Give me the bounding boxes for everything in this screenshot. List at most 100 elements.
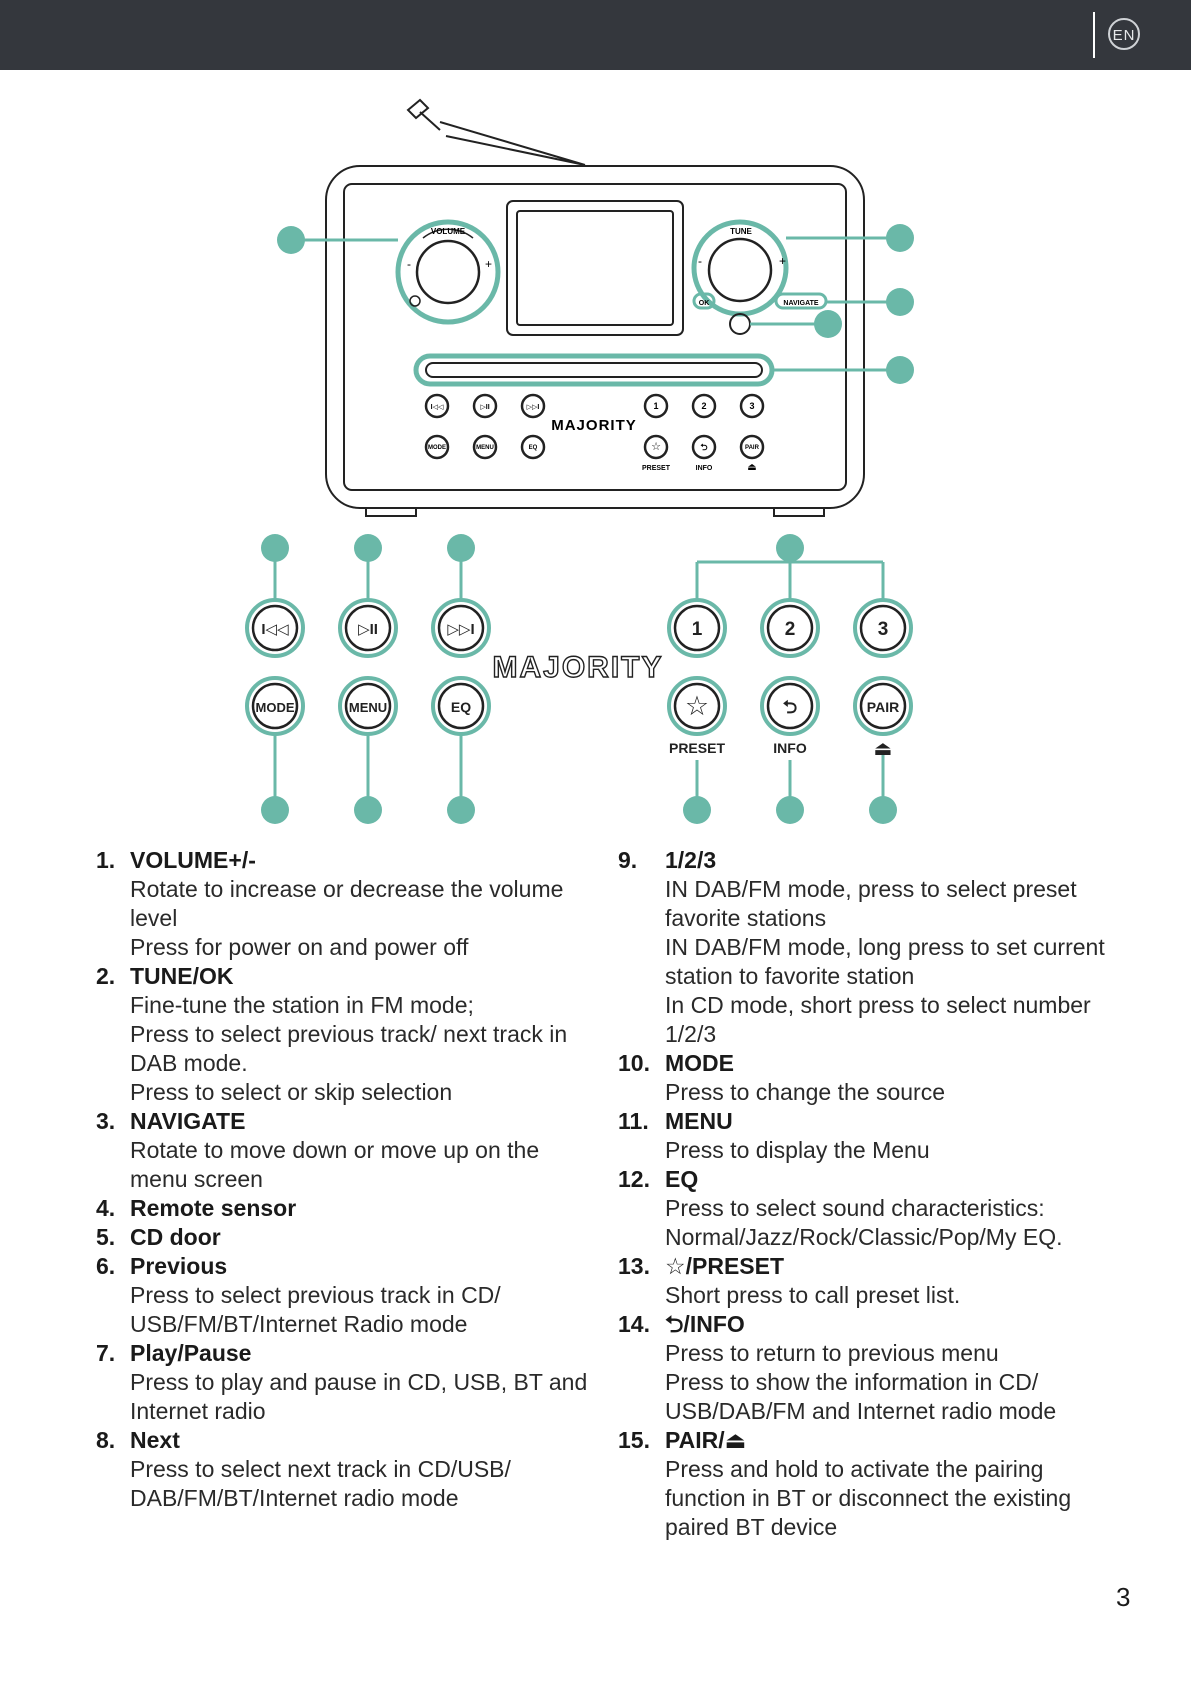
item-title: MODE bbox=[665, 1050, 734, 1076]
item-title: NAVIGATE bbox=[130, 1108, 246, 1134]
item-number: 7. bbox=[96, 1340, 116, 1366]
item-number: 8. bbox=[96, 1427, 116, 1453]
item-title: 1/2/3 bbox=[665, 847, 717, 873]
item-description: Press to return to previous menu bbox=[665, 1340, 999, 1366]
play-button-label: ▷II bbox=[358, 621, 378, 638]
item-description: IN DAB/FM mode, press to select preset f… bbox=[665, 876, 1077, 931]
list-item: 3. NAVIGATE Rotate to move down or move up… bbox=[96, 1107, 596, 1194]
item-title: ☆/PRESET bbox=[665, 1253, 785, 1279]
antenna bbox=[406, 98, 586, 166]
feature-list-right: 9. 1/2/3 IN DAB/FM mode, press to select p… bbox=[618, 846, 1118, 1542]
item-description: Press to select or skip selection bbox=[130, 1079, 453, 1105]
item-description: Press for power on and power off bbox=[130, 934, 469, 960]
tune-plus: + bbox=[779, 254, 786, 268]
svg-text:▷▷I: ▷▷I bbox=[527, 404, 540, 411]
item-number: 2. bbox=[96, 963, 116, 989]
item-description: Press to show the information in CD/ USB… bbox=[665, 1369, 1057, 1424]
list-item: 1.VOLUME+/-Rotate to increase or decreas… bbox=[96, 846, 596, 962]
item-number: 13. bbox=[618, 1253, 650, 1279]
svg-text:1: 1 bbox=[653, 401, 658, 411]
tune-minus: - bbox=[698, 254, 702, 268]
brand-small: MAJORITY bbox=[551, 417, 637, 434]
volume-knob bbox=[415, 239, 481, 305]
svg-text:MODE: MODE bbox=[428, 445, 446, 451]
prev-button-label: I◁◁ bbox=[261, 621, 289, 638]
item-description: Fine-tune the station in FM mode; bbox=[130, 992, 474, 1018]
item-number: 10. bbox=[618, 1050, 650, 1076]
tune-knob bbox=[707, 237, 773, 303]
item-title: TUNE/OK bbox=[130, 963, 234, 989]
item-number: 15. bbox=[618, 1427, 650, 1453]
list-item: 5. CD door bbox=[96, 1223, 596, 1252]
item-number: 6. bbox=[96, 1253, 116, 1279]
item-description: Press to display the Menu bbox=[665, 1137, 930, 1163]
list-item: 10. MODE Press to change the source bbox=[618, 1049, 1118, 1107]
item-title: Play/Pause bbox=[130, 1340, 252, 1366]
display-screen bbox=[506, 200, 684, 336]
item-description: IN DAB/FM mode, long press to set curren… bbox=[665, 934, 1105, 989]
item-title: Remote sensor bbox=[130, 1195, 297, 1221]
item-description: In CD mode, short press to select number… bbox=[665, 992, 1091, 1047]
preset3-button-label: 3 bbox=[878, 619, 889, 640]
language-badge: EN bbox=[1108, 18, 1140, 50]
item-description: Press to play and pause in CD, USB, BT a… bbox=[130, 1369, 588, 1424]
item-description: Press to select next track in CD/USB/ DA… bbox=[130, 1456, 511, 1511]
volume-plus: + bbox=[485, 257, 492, 271]
svg-text:⮌: ⮌ bbox=[700, 442, 707, 452]
item-description: Rotate to move down or move up on the me… bbox=[130, 1137, 540, 1192]
item-number: 4. bbox=[96, 1195, 116, 1221]
svg-text:⏏: ⏏ bbox=[747, 462, 756, 473]
item-title: Next bbox=[130, 1427, 180, 1453]
ok-label: OK bbox=[699, 300, 710, 307]
eject-icon: ⏏ bbox=[874, 738, 893, 760]
item-number: 9. bbox=[618, 847, 638, 873]
svg-text:INFO: INFO bbox=[696, 465, 713, 472]
item-title: CD door bbox=[130, 1224, 221, 1250]
item-title: ⮌/INFO bbox=[665, 1311, 745, 1337]
brand-logo-large: MAJORITY bbox=[492, 651, 663, 684]
svg-text:2: 2 bbox=[701, 401, 706, 411]
svg-text:EQ: EQ bbox=[529, 445, 538, 451]
svg-text:PRESET: PRESET bbox=[642, 465, 671, 472]
svg-text:☆: ☆ bbox=[651, 441, 661, 453]
preset-caption: PRESET bbox=[669, 740, 725, 756]
item-description: Press to change the source bbox=[665, 1079, 945, 1105]
item-description: Press to select previous track/ next tra… bbox=[130, 1021, 568, 1076]
list-item: 14. ⮌/INFO Press to return to previous men… bbox=[618, 1310, 1118, 1426]
next-button-label: ▷▷I bbox=[447, 621, 474, 638]
item-description: Short press to call preset list. bbox=[665, 1282, 961, 1308]
svg-text:MENU: MENU bbox=[476, 445, 494, 451]
item-title: EQ bbox=[665, 1166, 699, 1192]
list-item: 4. Remote sensor bbox=[96, 1194, 596, 1223]
navigate-label: NAVIGATE bbox=[783, 300, 818, 307]
item-description: Press to select previous track in CD/ US… bbox=[130, 1282, 501, 1337]
item-description: Press to select sound characteristics: N… bbox=[665, 1195, 1063, 1250]
preset1-button-label: 1 bbox=[692, 619, 703, 640]
svg-text:3: 3 bbox=[749, 401, 754, 411]
item-number: 1. bbox=[96, 847, 116, 873]
radio-body bbox=[325, 165, 865, 509]
list-item: 12. EQ Press to select sound characteristi… bbox=[618, 1165, 1118, 1252]
item-number: 14. bbox=[618, 1311, 650, 1337]
page-number: 3 bbox=[1116, 1582, 1131, 1612]
svg-text:PAIR: PAIR bbox=[745, 445, 760, 451]
preset2-button-label: 2 bbox=[785, 619, 796, 640]
eq-button-label: EQ bbox=[451, 699, 471, 715]
list-item: 2. TUNE/OK Fine-tune the station in FM mod… bbox=[96, 962, 596, 1107]
item-number: 5. bbox=[96, 1224, 116, 1250]
svg-text:▷II: ▷II bbox=[480, 404, 489, 411]
volume-minus: - bbox=[407, 257, 411, 271]
svg-text:I◁◁: I◁◁ bbox=[431, 404, 444, 411]
item-number: 12. bbox=[618, 1166, 650, 1192]
item-title: Previous bbox=[130, 1253, 228, 1279]
list-item: 9. 1/2/3 IN DAB/FM mode, press to select p… bbox=[618, 846, 1118, 1049]
header-bar: EN bbox=[0, 0, 1191, 70]
tune-label: TUNE bbox=[730, 227, 752, 236]
mode-button-label: MODE bbox=[256, 700, 295, 715]
item-title: PAIR/⏏ bbox=[665, 1427, 747, 1453]
item-number: 3. bbox=[96, 1108, 116, 1134]
